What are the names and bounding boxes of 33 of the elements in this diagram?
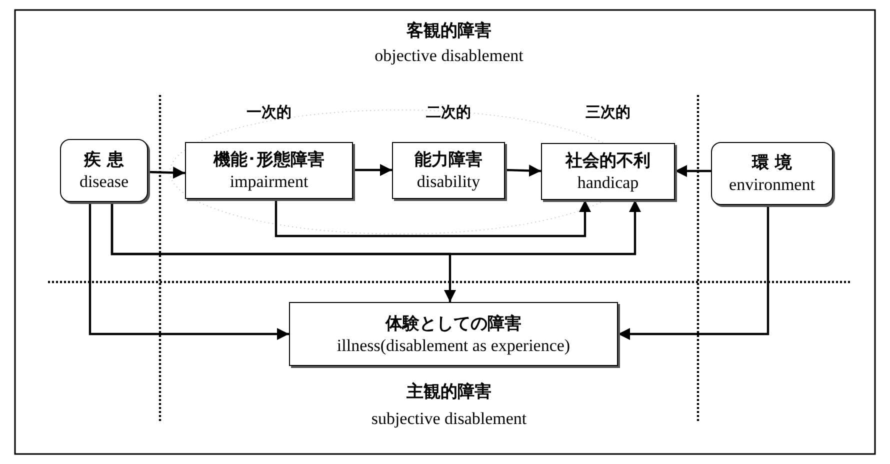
section-subheading: objective disablement — [374, 45, 524, 66]
process-box — [185, 142, 353, 199]
node-subtitle: disease — [79, 171, 129, 192]
node-subtitle: handicap — [577, 172, 639, 193]
arrow — [274, 199, 591, 238]
arrow — [618, 205, 770, 340]
process-box — [541, 143, 675, 200]
arrow — [148, 166, 186, 179]
arrow — [675, 165, 711, 177]
node-subtitle: impairment — [230, 171, 308, 192]
stage-label: 一次的 — [246, 103, 292, 122]
node-subtitle: illness(disablement as experience) — [336, 334, 570, 356]
node-subtitle: disability — [416, 171, 480, 192]
rounded-box — [711, 142, 833, 205]
node-title: 環 境 — [752, 152, 792, 174]
arrow — [110, 202, 456, 302]
arrow — [88, 202, 289, 340]
section-subheading: subjective disablement — [371, 408, 527, 429]
node-title: 疾 患 — [84, 149, 124, 171]
process-box — [289, 302, 618, 366]
stage-label: 二次的 — [426, 103, 471, 122]
node-title: 社会的不利 — [566, 150, 650, 172]
process-box — [392, 142, 505, 199]
node-title: 体験としての障害 — [386, 312, 522, 334]
section-heading: 主観的障害 — [406, 381, 492, 403]
section-heading: 客観的障害 — [406, 20, 492, 42]
stage-label: 三次的 — [586, 103, 630, 122]
arrow — [504, 164, 542, 177]
arrow — [353, 164, 392, 176]
rounded-box — [60, 139, 148, 202]
node-subtitle: environment — [729, 174, 815, 195]
node-title: 機能･形態障害 — [214, 149, 324, 171]
node-title: 能力障害 — [414, 149, 482, 171]
